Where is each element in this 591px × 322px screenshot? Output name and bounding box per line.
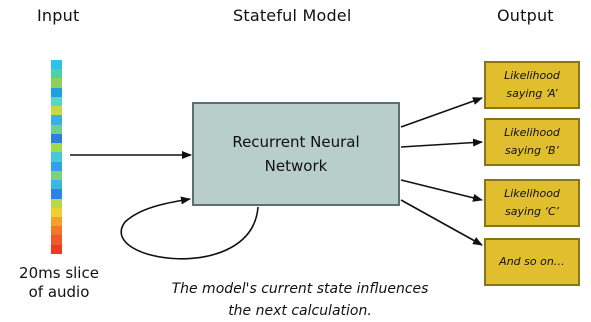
audio-band bbox=[51, 78, 62, 88]
audio-band bbox=[51, 60, 62, 70]
output-label-c: Likelihood saying ‘C’ bbox=[504, 187, 560, 218]
output-label-b: Likelihood saying ‘B’ bbox=[504, 126, 560, 157]
audio-band bbox=[51, 235, 62, 245]
output-arrow-c bbox=[400, 179, 483, 202]
audio-band bbox=[51, 180, 62, 190]
audio-band bbox=[51, 189, 62, 199]
audio-band bbox=[51, 226, 62, 236]
output-box-a: Likelihood saying ‘A’ bbox=[484, 61, 580, 109]
audio-band bbox=[51, 198, 62, 208]
output-label-more: And so on… bbox=[499, 255, 565, 268]
audio-band bbox=[51, 115, 62, 125]
output-heading: Output bbox=[497, 6, 554, 25]
audio-spectrum-strip bbox=[51, 60, 62, 254]
recurrent-loop-arrow bbox=[120, 196, 259, 260]
output-box-more: And so on… bbox=[484, 238, 580, 286]
audio-band bbox=[51, 207, 62, 217]
audio-band bbox=[51, 244, 62, 254]
audio-band bbox=[51, 133, 62, 144]
audio-band bbox=[51, 216, 62, 227]
output-label-a: Likelihood saying ‘A’ bbox=[504, 69, 560, 100]
audio-band bbox=[51, 161, 62, 171]
audio-band bbox=[51, 170, 62, 181]
audio-band bbox=[51, 87, 62, 97]
model-heading: Stateful Model bbox=[233, 6, 352, 25]
audio-band bbox=[51, 69, 62, 79]
audio-band bbox=[51, 124, 62, 134]
audio-band bbox=[51, 152, 62, 162]
output-arrow-b bbox=[400, 138, 483, 148]
rnn-label: Recurrent Neural Network bbox=[232, 133, 360, 175]
caption: The model's current state influences the… bbox=[171, 281, 429, 319]
audio-band bbox=[51, 106, 62, 116]
rnn-box: Recurrent Neural Network bbox=[192, 102, 400, 206]
audio-band bbox=[51, 96, 62, 107]
audio-label: 20ms slice of audio bbox=[19, 264, 99, 301]
output-arrow-a bbox=[400, 97, 483, 128]
output-box-c: Likelihood saying ‘C’ bbox=[484, 179, 580, 227]
output-box-b: Likelihood saying ‘B’ bbox=[484, 118, 580, 166]
input-heading: Input bbox=[37, 6, 80, 25]
audio-band bbox=[51, 143, 62, 153]
output-arrow-more bbox=[400, 199, 483, 246]
